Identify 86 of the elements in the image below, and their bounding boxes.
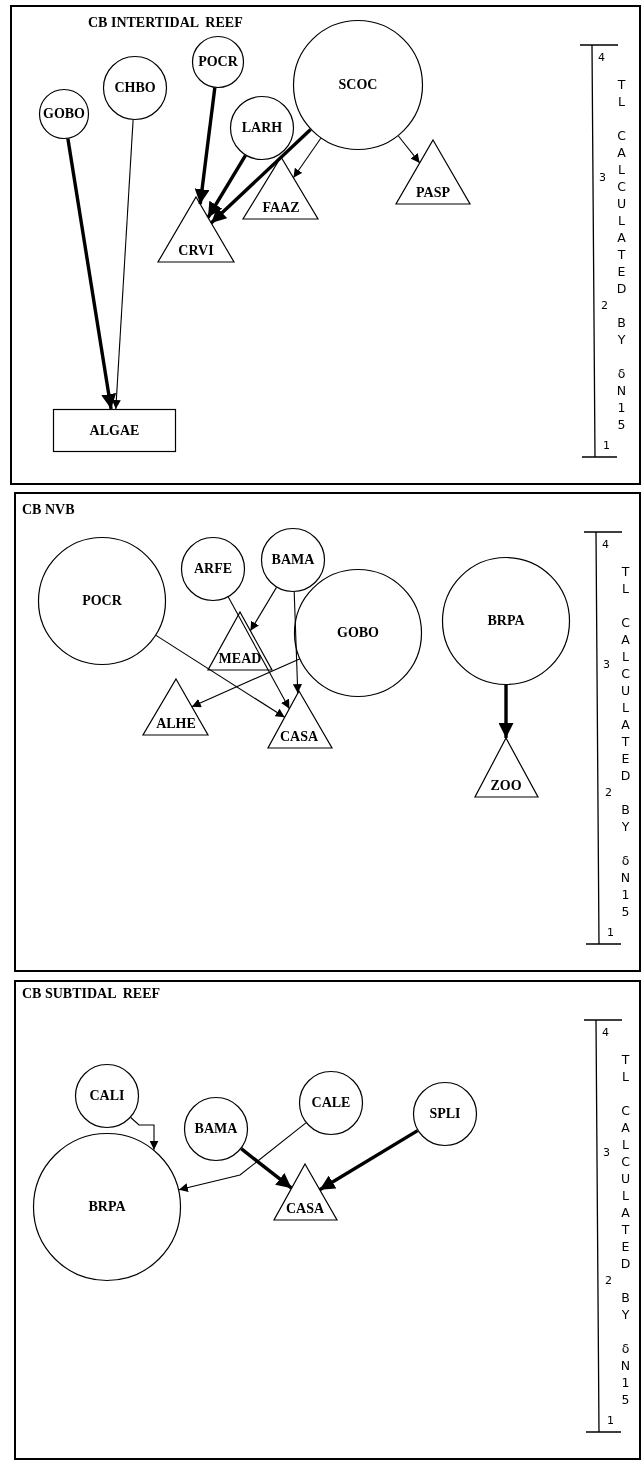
arrow [66, 138, 117, 410]
arrow [318, 1129, 419, 1192]
axis-tick-label: 3 [603, 658, 610, 671]
species-name: SCOC [338, 77, 378, 93]
species-name: CASA [279, 729, 319, 745]
arrow [227, 596, 290, 710]
species-circle [442, 557, 570, 685]
species-name: POCR [82, 593, 122, 609]
species-circle [33, 1133, 181, 1281]
species-circle [299, 1071, 363, 1135]
species-circle [38, 537, 166, 665]
axis-title: TL CALCULATED BY δN15 [618, 1052, 632, 1409]
axis-tick-label: 4 [602, 538, 609, 551]
axis-title: TL CALCULATED BY δN15 [614, 77, 628, 434]
arrow [240, 1147, 293, 1190]
species-circle [103, 56, 167, 120]
panel-frame [14, 980, 641, 1460]
species-name: GOBO [43, 106, 85, 122]
axis-title: TL CALCULATED BY δN15 [618, 564, 632, 921]
species-triangle [475, 738, 538, 797]
species-name: ALGAE [89, 422, 140, 439]
species-name: FAAZ [262, 200, 300, 216]
species-name: ALHE [156, 716, 196, 732]
source-box [53, 409, 176, 452]
arrow [292, 137, 322, 179]
species-name: BAMA [271, 552, 315, 568]
species-triangle [208, 612, 272, 670]
panel-title: CB INTERTIDAL REEF [88, 15, 243, 31]
panel-title: CB SUBTIDAL REEF [22, 986, 161, 1002]
species-triangle [274, 1164, 337, 1220]
species-circle [39, 89, 89, 139]
arrow [191, 658, 301, 708]
species-name: GOBO [337, 625, 379, 641]
species-name: CALE [311, 1095, 351, 1111]
panel-frame [10, 5, 641, 485]
species-name: BRPA [487, 613, 525, 629]
species-name: CRVI [178, 243, 214, 259]
arrow [210, 128, 312, 225]
species-triangle [243, 157, 318, 219]
species-name: ZOO [490, 778, 522, 794]
species-triangle [396, 140, 470, 204]
species-name: SPLI [429, 1106, 461, 1122]
axis-tick-label: 2 [605, 786, 612, 799]
axis-tick-label: 1 [607, 926, 614, 939]
panel-frame [14, 492, 641, 972]
arrow [397, 135, 421, 164]
arrow [498, 685, 514, 738]
axis-tick-label: 4 [602, 1026, 609, 1039]
panel-title: CB NVB [22, 502, 75, 518]
species-circle [181, 537, 245, 601]
arrow [194, 87, 217, 205]
species-name: MEAD [218, 651, 262, 667]
species-triangle [268, 691, 332, 748]
arrow [178, 1122, 307, 1192]
species-name: CASA [285, 1201, 325, 1217]
species-triangle [158, 197, 234, 262]
arrow [206, 154, 247, 219]
axis-tick-label: 2 [605, 1274, 612, 1287]
species-name: CALI [89, 1088, 125, 1104]
axis-tick-label: 1 [603, 439, 610, 452]
species-circle [413, 1082, 477, 1146]
species-name: ARFE [193, 561, 233, 577]
species-circle [230, 96, 294, 160]
species-name: PASP [416, 185, 450, 201]
arrow [249, 586, 278, 632]
species-name: POCR [198, 54, 238, 70]
axis-tick-label: 4 [598, 51, 605, 64]
arrow [293, 591, 302, 694]
species-triangle [143, 679, 208, 735]
axis-tick-label: 3 [599, 171, 606, 184]
species-name: LARH [241, 120, 283, 136]
species-name: CHBO [114, 80, 156, 96]
species-name: BAMA [194, 1121, 238, 1137]
species-circle [261, 528, 325, 592]
arrow [155, 634, 286, 718]
species-circle [75, 1064, 139, 1128]
species-circle [293, 20, 423, 150]
axis-tick-label: 2 [601, 299, 608, 312]
axis-tick-label: 3 [603, 1146, 610, 1159]
arrow [111, 119, 134, 410]
species-circle [184, 1097, 248, 1161]
species-name: BRPA [88, 1199, 126, 1215]
species-circle [294, 569, 422, 697]
species-circle [192, 36, 244, 88]
arrow [130, 1116, 159, 1151]
axis-tick-label: 1 [607, 1414, 614, 1427]
